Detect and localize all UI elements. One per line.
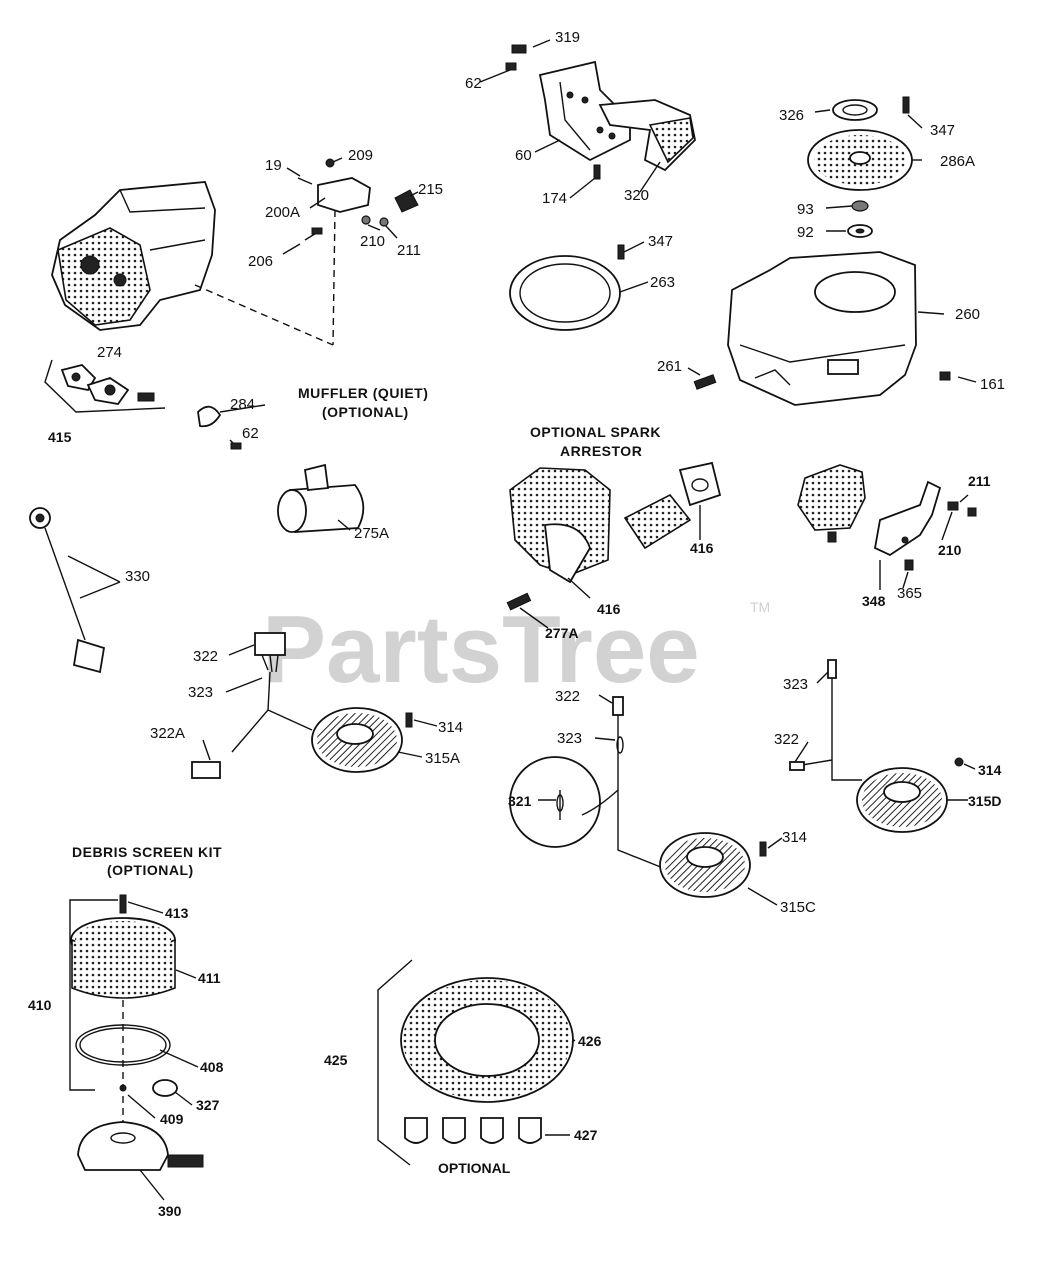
callout-426: 426 — [578, 1033, 602, 1049]
callout-275A: 275A — [354, 525, 389, 542]
callout-409: 409 — [160, 1111, 184, 1127]
callout-327: 327 — [196, 1097, 220, 1113]
ring-426-part — [377, 959, 574, 1166]
callout-411: 411 — [198, 970, 221, 986]
header-muffler-line1: MUFFLER (QUIET) — [298, 385, 428, 401]
callout-277A: 277A — [545, 625, 578, 641]
callout-215: 215 — [418, 181, 443, 198]
callout-320: 320 — [624, 187, 649, 204]
callout-92: 92 — [797, 224, 814, 241]
muffler-part — [277, 463, 365, 533]
watermark-text: PartsTree — [262, 596, 700, 703]
callout-415: 415 — [48, 429, 72, 445]
alternator-315C-part — [509, 696, 767, 898]
callout-408: 408 — [200, 1059, 224, 1075]
callout-413: 413 — [165, 905, 189, 921]
wire-330-part — [29, 507, 121, 674]
header-muffler-line2: (OPTIONAL) — [322, 404, 409, 420]
callout-209: 209 — [348, 147, 373, 164]
callout-284: 284 — [230, 396, 255, 413]
blower-housing-part — [693, 251, 951, 406]
callout-174: 174 — [542, 190, 567, 207]
callout-62-mid: 62 — [242, 425, 259, 442]
ring-263-part — [509, 244, 625, 331]
alternator-315D-part — [789, 659, 964, 833]
callout-390: 390 — [158, 1203, 182, 1219]
callout-416-right: 416 — [690, 540, 714, 556]
carburetor-part — [797, 464, 977, 571]
callout-323-left: 323 — [188, 684, 213, 701]
callout-286A: 286A — [940, 153, 975, 170]
callout-314-left: 314 — [438, 719, 463, 736]
header-spark-line1: OPTIONAL SPARK — [530, 424, 661, 440]
callout-62-top: 62 — [465, 75, 482, 92]
callout-425: 425 — [324, 1052, 348, 1068]
callout-322-left: 322 — [193, 648, 218, 665]
callout-319: 319 — [555, 29, 580, 46]
watermark-tm: TM — [750, 599, 770, 615]
callout-60: 60 — [515, 147, 532, 164]
muffler-gasket-part — [44, 359, 166, 413]
callout-322-mid: 322 — [555, 688, 580, 705]
section-headers: MUFFLER (QUIET) (OPTIONAL) OPTIONAL SPAR… — [72, 385, 661, 1176]
callout-427: 427 — [574, 1127, 598, 1143]
callout-410: 410 — [28, 997, 52, 1013]
header-optional: OPTIONAL — [438, 1160, 511, 1176]
callout-labels: 319 62 60 174 320 326 347 286A 93 92 19 … — [28, 29, 1005, 1219]
callout-93: 93 — [797, 201, 814, 218]
callout-161: 161 — [980, 376, 1005, 393]
callout-347-top: 347 — [930, 122, 955, 139]
leader-lines — [127, 39, 977, 1201]
callout-261: 261 — [657, 358, 682, 375]
callout-365: 365 — [897, 585, 922, 602]
callout-416-bottom: 416 — [597, 601, 621, 617]
engine-block-part — [51, 181, 334, 346]
callout-315C: 315C — [780, 899, 816, 916]
callout-315D: 315D — [968, 793, 1001, 809]
callout-210-right: 210 — [938, 542, 962, 558]
debris-screen-part — [69, 894, 204, 1171]
callout-321: 321 — [508, 793, 532, 809]
callout-315A: 315A — [425, 750, 460, 767]
callout-211-top: 211 — [397, 242, 421, 259]
callout-347-mid: 347 — [648, 233, 673, 250]
callout-330: 330 — [125, 568, 150, 585]
callout-323-right: 323 — [783, 676, 808, 693]
callout-206: 206 — [248, 253, 273, 270]
clamp-284-part — [197, 405, 242, 450]
watermark: PartsTree TM — [262, 596, 770, 703]
callout-348: 348 — [862, 593, 886, 609]
callout-263: 263 — [650, 274, 675, 291]
mounting-bracket-part — [505, 44, 696, 180]
callout-322-right: 322 — [774, 731, 799, 748]
spark-arrestor-part — [506, 461, 722, 611]
callout-274: 274 — [97, 344, 122, 361]
callout-19: 19 — [265, 157, 282, 174]
rotating-screen-part — [807, 96, 913, 238]
header-debris-line2: (OPTIONAL) — [107, 862, 194, 878]
header-debris-line1: DEBRIS SCREEN KIT — [72, 844, 222, 860]
callout-210-top: 210 — [360, 233, 385, 250]
callout-200A: 200A — [265, 204, 300, 221]
alternator-315A-part — [191, 632, 413, 779]
callout-260: 260 — [955, 306, 980, 323]
callout-314-mid: 314 — [782, 829, 807, 846]
callout-323-mid: 323 — [557, 730, 582, 747]
callout-314-right: 314 — [978, 762, 1002, 778]
callout-326: 326 — [779, 107, 804, 124]
header-spark-line2: ARRESTOR — [560, 443, 642, 459]
callout-211-right: 211 — [968, 473, 991, 489]
callout-322A: 322A — [150, 725, 185, 742]
